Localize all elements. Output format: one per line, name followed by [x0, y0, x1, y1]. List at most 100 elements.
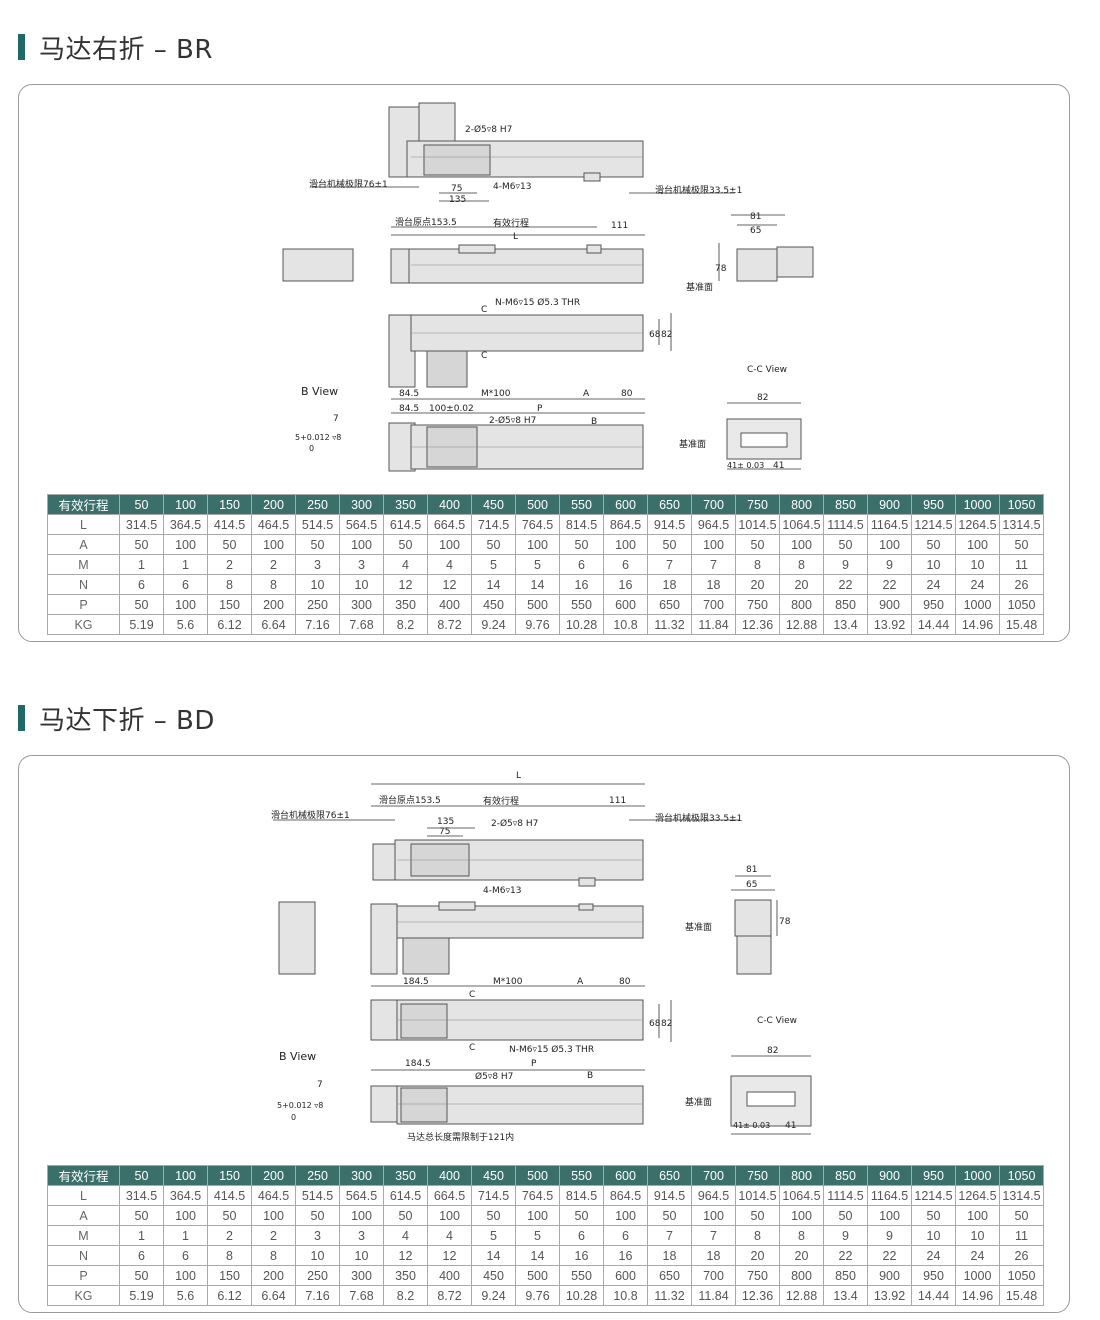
point-B: B: [587, 1071, 593, 1081]
dim-111: 111: [609, 796, 626, 806]
row-label-cell: A: [47, 534, 120, 555]
header-cell: 450: [471, 1165, 516, 1186]
table-cell: 1: [119, 554, 164, 575]
table-cell: 814.5: [559, 1185, 604, 1206]
table-cell: 14: [515, 574, 560, 595]
dim-hole-bottom: Ø5▿8 H7: [475, 1071, 513, 1082]
dim-L: L: [516, 771, 521, 781]
table-cell: 364.5: [163, 1185, 208, 1206]
table-cell: 10: [295, 1245, 340, 1266]
table-cell: 600: [603, 1265, 648, 1286]
table-cell: 1114.5: [823, 1185, 868, 1206]
table-cell: 8: [779, 554, 824, 575]
table-cell: 1214.5: [911, 1185, 956, 1206]
table-cell: 1: [119, 1225, 164, 1246]
table-cell: 11.32: [647, 614, 692, 635]
table-cell: 6.12: [207, 1285, 252, 1306]
dim-68: 68: [649, 1019, 661, 1029]
table-cell: 850: [823, 594, 868, 615]
table-cell: 100: [163, 1205, 208, 1226]
header-cell: 700: [691, 1165, 736, 1186]
table-cell: 50: [559, 1205, 604, 1226]
table-cell: 664.5: [427, 1185, 472, 1206]
table-cell: 150: [207, 1265, 252, 1286]
table-cell: 3: [339, 1225, 384, 1246]
dim-78: 78: [779, 917, 791, 927]
table-cell: 14.44: [911, 1285, 956, 1306]
table-cell: 1214.5: [911, 514, 956, 535]
table-cell: 500: [515, 594, 560, 615]
table-cell: 1314.5: [999, 514, 1044, 535]
table-cell: 700: [691, 594, 736, 615]
table-cell: 50: [119, 594, 164, 615]
table-cell: 5.19: [119, 1285, 164, 1306]
datum-label: 基准面: [686, 281, 713, 293]
table-cell: 8: [251, 1245, 296, 1266]
table-cell: 900: [867, 1265, 912, 1286]
dim-184-bottom: 184.5: [405, 1059, 431, 1069]
datum-label-2: 基准面: [685, 1096, 712, 1108]
table-cell: 564.5: [339, 514, 384, 535]
table-cell: 9.76: [515, 1285, 560, 1306]
table-cell: 22: [823, 1245, 868, 1266]
row-label-cell: N: [47, 574, 120, 595]
row-label-cell: M: [47, 554, 120, 575]
table-cell: 9.24: [471, 614, 516, 635]
section-c-top: C: [481, 305, 487, 315]
header-cell: 650: [647, 494, 692, 515]
table-cell: 600: [603, 594, 648, 615]
dim-81: 81: [750, 212, 761, 222]
table-cell: 6: [119, 1245, 164, 1266]
table-cell: 26: [999, 1245, 1044, 1266]
table-cell: 350: [383, 594, 428, 615]
table-cell: 50: [999, 534, 1044, 555]
table-cell: 8: [735, 554, 780, 575]
table-cell: 7.68: [339, 614, 384, 635]
table-cell: 50: [471, 534, 516, 555]
header-cell: 800: [779, 1165, 824, 1186]
table-cell: 6: [559, 1225, 604, 1246]
table-cell: 850: [823, 1265, 868, 1286]
section-c-top: C: [469, 990, 475, 1000]
table-cell: 16: [559, 1245, 604, 1266]
table-cell: 12.36: [735, 614, 780, 635]
table-cell: 514.5: [295, 514, 340, 535]
table-cell: 8: [207, 574, 252, 595]
table-cell: 250: [295, 594, 340, 615]
header-cell: 300: [339, 1165, 384, 1186]
table-cell: 13.92: [867, 1285, 912, 1306]
table-cell: 50: [823, 1205, 868, 1226]
table-cell: 714.5: [471, 514, 516, 535]
table-cell: 900: [867, 594, 912, 615]
section-c-bottom: C: [481, 351, 487, 361]
table-cell: 5: [515, 554, 560, 575]
table-cell: 11.84: [691, 614, 736, 635]
table-cell: 750: [735, 1265, 780, 1286]
table-cell: 100: [691, 534, 736, 555]
table-cell: 10: [339, 1245, 384, 1266]
table-cell: 50: [207, 534, 252, 555]
table-cell: 14.44: [911, 614, 956, 635]
cc-view-label: C-C View: [757, 1016, 797, 1026]
table-cell: 12.88: [779, 1285, 824, 1306]
table-cell: 464.5: [251, 1185, 296, 1206]
table-cell: 16: [559, 574, 604, 595]
drawing-panel-bd: L 滑台原点153.5 有效行程 111 滑台机械极限76±1 滑台机械极限33…: [18, 755, 1070, 1313]
table-cell: 11: [999, 554, 1044, 575]
section-title-text: 马达右折 – BR: [39, 34, 213, 65]
table-cell: 100: [427, 1205, 472, 1226]
table-cell: 8: [207, 1245, 252, 1266]
table-cell: 7: [691, 1225, 736, 1246]
table-cell: 10.28: [559, 1285, 604, 1306]
row-label-cell: L: [47, 1185, 120, 1206]
dim-m100: M*100: [493, 977, 523, 987]
header-cell: 1000: [955, 494, 1000, 515]
table-cell: 450: [471, 1265, 516, 1286]
table-cell: 2: [251, 1225, 296, 1246]
dim-tap: 4-M6▿13: [483, 886, 521, 896]
